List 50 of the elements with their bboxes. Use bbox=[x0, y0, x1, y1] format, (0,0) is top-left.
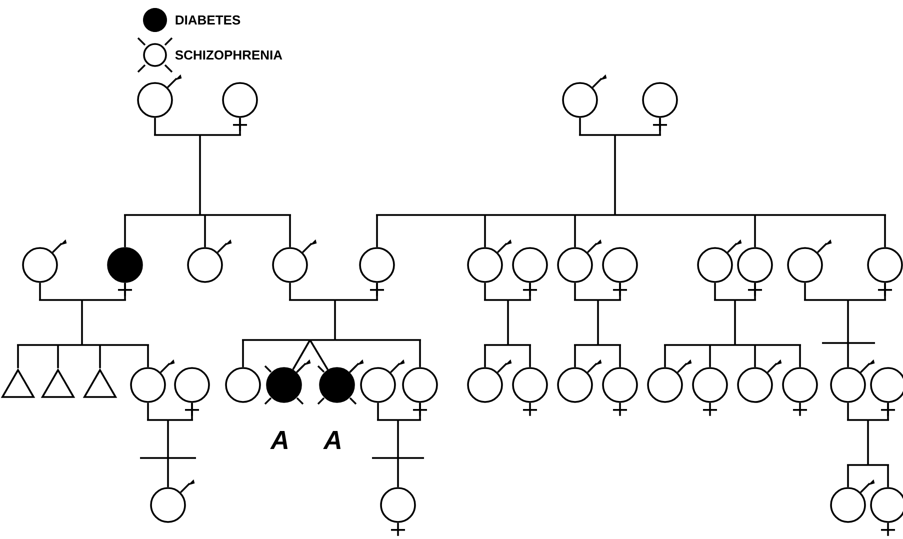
unknown-sex-symbol bbox=[225, 367, 261, 403]
pedigree-line bbox=[484, 344, 531, 346]
pedigree-line bbox=[242, 339, 421, 341]
male-symbol bbox=[272, 239, 317, 283]
male-symbol bbox=[557, 359, 602, 403]
male-symbol bbox=[187, 239, 232, 283]
male-symbol bbox=[467, 239, 512, 283]
male-symbol bbox=[787, 239, 832, 283]
female-symbol bbox=[692, 367, 728, 416]
female-symbol bbox=[782, 367, 818, 416]
handwritten-letter: A bbox=[270, 431, 288, 449]
male-symbol bbox=[647, 359, 692, 403]
male-symbol bbox=[150, 479, 195, 523]
male-symbol bbox=[137, 74, 182, 118]
pedigree-line bbox=[377, 419, 421, 421]
male-symbol bbox=[697, 239, 742, 283]
male-symbol bbox=[22, 239, 67, 283]
female-symbol bbox=[870, 487, 903, 536]
legend-label: DIABETES bbox=[176, 15, 240, 25]
pedigree-line bbox=[574, 344, 621, 346]
pedigree-line bbox=[664, 344, 801, 346]
pedigree-line bbox=[147, 419, 193, 421]
male-symbol bbox=[830, 359, 875, 403]
pedigree-line bbox=[124, 214, 291, 216]
pedigree-line bbox=[847, 464, 889, 466]
female-symbol bbox=[602, 367, 638, 416]
male-symbol bbox=[467, 359, 512, 403]
pedigree-line bbox=[154, 134, 241, 136]
male-symbol bbox=[130, 359, 175, 403]
female-symbol bbox=[380, 487, 416, 536]
pedigree-line bbox=[804, 299, 886, 301]
legend-label: SCHIZOPHRENIA bbox=[175, 50, 282, 60]
male-symbol bbox=[557, 239, 602, 283]
pedigree-line bbox=[574, 299, 621, 301]
pedigree-line bbox=[17, 344, 149, 346]
male-symbol bbox=[830, 479, 875, 523]
pedigree-line bbox=[39, 299, 126, 301]
male-symbol bbox=[737, 359, 782, 403]
female-symbol bbox=[512, 367, 548, 416]
pedigree-line bbox=[484, 299, 531, 301]
pedigree-line bbox=[376, 214, 886, 216]
male-symbol bbox=[360, 359, 405, 403]
male-symbol bbox=[319, 359, 364, 403]
pedigree-line bbox=[289, 299, 378, 301]
male-symbol bbox=[266, 359, 311, 403]
handwritten-letter: A bbox=[323, 431, 341, 449]
male-symbol bbox=[562, 74, 607, 118]
pedigree-line bbox=[847, 419, 889, 421]
pedigree-line bbox=[714, 299, 756, 301]
pedigree-line bbox=[579, 134, 661, 136]
